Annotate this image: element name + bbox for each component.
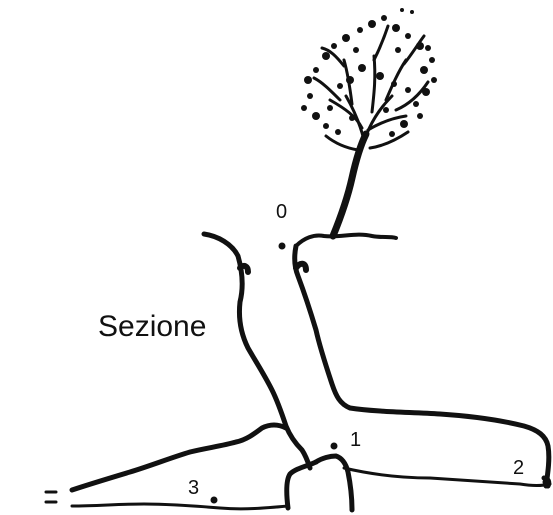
survey-point-1-label: 1 [350,429,361,451]
tree-foliage [301,8,437,137]
left-gallery-floor [70,502,290,511]
survey-point-1-dot [330,442,338,450]
shaft-left-wall [201,231,313,471]
central-rock [313,453,355,513]
right-gallery-floor [342,466,552,487]
survey-point-0-dot [278,242,286,250]
survey-point-3-label: 3 [188,477,199,499]
diagram-title: Sezione [98,310,206,343]
tree-drawing [301,8,437,240]
ground-surface [294,232,398,248]
shaft-right-wall [292,243,552,489]
survey-point-2-dot [542,478,550,486]
shaft-right-bump [293,260,309,273]
survey-points [210,242,550,504]
shaft-left-bump [237,262,251,275]
survey-point-0-label: 0 [276,201,287,223]
cave-walls [44,231,552,513]
survey-point-2-label: 2 [513,457,524,479]
left-gallery-ceiling [69,422,289,493]
central-rock-left [284,459,319,511]
survey-point-3-dot [210,496,218,504]
tree-trunk [329,130,370,240]
tree-branches [312,24,430,152]
